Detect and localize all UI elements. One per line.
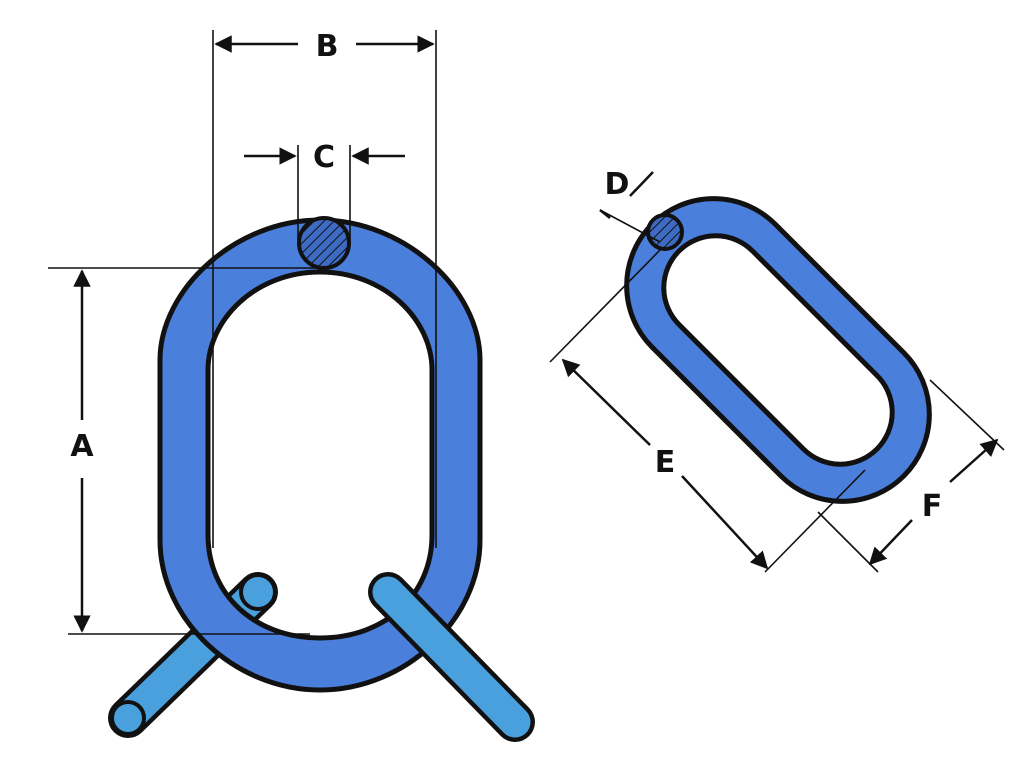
dimension-a: A (48, 267, 320, 635)
label-a: A (70, 429, 94, 464)
angled-link-opening (661, 233, 895, 467)
master-link-body (157, 217, 483, 693)
right-sub-link (368, 572, 535, 742)
cross-section-c (297, 216, 351, 270)
dimension-b: B (212, 29, 437, 548)
dimension-f: F (817, 379, 1005, 573)
label-c: C (313, 140, 335, 175)
label-f: F (922, 489, 943, 524)
label-e: E (655, 445, 676, 480)
label-d: D (605, 167, 630, 202)
master-link-front-view: B C A (48, 29, 535, 742)
label-b: B (316, 29, 339, 64)
dimension-e: E (549, 249, 866, 573)
dimension-d: D (599, 167, 661, 243)
cross-section-d (646, 213, 684, 251)
master-link-angled-view: D E F (549, 167, 1005, 573)
left-sub-link-end-cap (239, 573, 277, 611)
dimension-c: C (244, 140, 405, 240)
